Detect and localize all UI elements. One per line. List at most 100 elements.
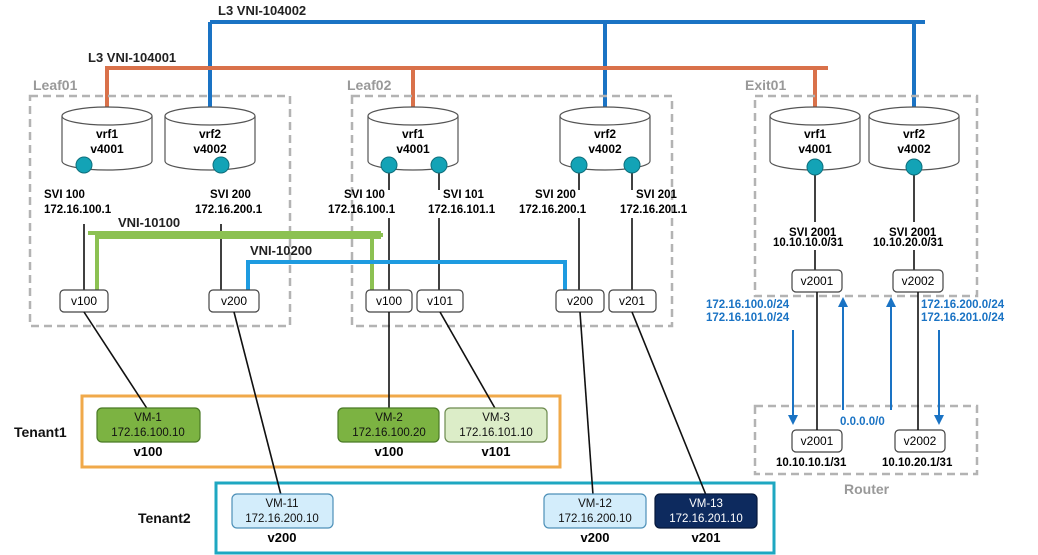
svi-labels: SVI 100 172.16.100.1 SVI 200 172.16.200.…	[44, 189, 944, 249]
tenant1-box	[80, 394, 562, 469]
leaf02-vrf1-name: vrf1	[402, 127, 424, 141]
leaf02-vlan-v101: v101	[416, 289, 464, 313]
leaf02-svi-d-ip: 172.16.201.1	[620, 204, 688, 216]
vm-11-name: VM-11	[265, 498, 298, 510]
route-arrows	[788, 297, 944, 425]
vm-1: VM-1 172.16.100.10 v100	[96, 407, 201, 459]
leaf02-svi-c-name: SVI 200	[535, 189, 576, 201]
leaf02-vrf1: vrf1 v4001	[367, 106, 459, 171]
vm-1-ip: 172.16.100.10	[111, 427, 185, 439]
leaf02-vrf1-vlan: v4001	[396, 142, 430, 156]
route-left-1: 172.16.100.0/24	[706, 299, 790, 311]
vm-12: VM-12 172.16.200.10 v200	[543, 493, 647, 545]
exit01-vrf1: vrf1 v4001	[769, 106, 861, 171]
svg-text:v101: v101	[427, 294, 453, 308]
exit01-title: Exit01	[745, 77, 786, 93]
vm-12-name: VM-12	[578, 498, 612, 510]
l3-vni-104002: L3 VNI-104002	[208, 3, 925, 110]
leaf02-svi-a-ip: 172.16.100.1	[328, 204, 396, 216]
vm-3: VM-3 172.16.101.10 v101	[444, 407, 548, 459]
svg-text:v200: v200	[221, 294, 247, 308]
exit-router-links	[816, 292, 919, 430]
svg-text:v2001: v2001	[801, 434, 834, 448]
leaf01-vlan-v200: v200	[208, 289, 260, 313]
exit01-vrf2: vrf2 v4002	[868, 106, 960, 171]
interface-dots	[75, 156, 923, 176]
router-vlan-v2002: v2002	[894, 429, 946, 453]
route-default: 0.0.0.0/0	[840, 416, 885, 428]
leaf01-svi-a-name: SVI 100	[44, 189, 85, 201]
leaf02-title: Leaf02	[347, 77, 392, 93]
router-vlan-v2001: v2001	[791, 429, 843, 453]
leaf02-svi-b-name: SVI 101	[443, 189, 485, 201]
l3-vni-104001: L3 VNI-104001	[88, 50, 828, 110]
tenant2-title: Tenant2	[138, 510, 191, 526]
vm-1-vlan: v100	[134, 444, 163, 459]
vm-3-name: VM-3	[482, 412, 509, 424]
vni-10100-label: VNI-10100	[118, 215, 180, 230]
tenant1-title: Tenant1	[14, 424, 67, 440]
leaf01-vrf2: vrf2 v4002	[164, 106, 256, 171]
route-right-2: 172.16.201.0/24	[921, 312, 1005, 324]
leaf02-svi-a-name: SVI 100	[344, 189, 385, 201]
leaf02-vlan-v200: v200	[555, 289, 605, 313]
exit01-svi-a-name: SVI 2001	[789, 227, 837, 239]
svg-text:v201: v201	[619, 294, 645, 308]
svi-links	[83, 170, 915, 290]
router-box	[753, 404, 979, 476]
leaf01-vrf1: vrf1 v4001	[61, 106, 153, 171]
svg-text:v100: v100	[376, 294, 402, 308]
vm-11-ip: 172.16.200.10	[245, 513, 319, 525]
leaf01-box	[28, 94, 292, 328]
vm-3-vlan: v101	[482, 444, 511, 459]
router-title: Router	[844, 481, 890, 497]
vlan-boxes: v100 v200 v100 v101 v200 v201 v2001 v20	[59, 269, 946, 453]
route-left-2: 172.16.101.0/24	[706, 312, 790, 324]
vm-13: VM-13 172.16.201.10 v201	[654, 493, 758, 545]
leaf01-svi-b-name: SVI 200	[210, 189, 251, 201]
vm-13-name: VM-13	[689, 498, 723, 510]
leaf02-vlan-v201: v201	[608, 289, 657, 313]
leaf01-vlan-v100: v100	[59, 289, 109, 313]
vni-10200-label: VNI-10200	[250, 243, 312, 258]
router-ip-a: 10.10.10.1/31	[776, 457, 847, 469]
leaf02-vrf2: vrf2 v4002	[559, 106, 651, 171]
leaf02-svi-b-ip: 172.16.101.1	[428, 204, 496, 216]
leaf02-box	[350, 94, 674, 328]
exit01-vrf1-vlan: v4001	[798, 142, 832, 156]
route-labels: 172.16.100.0/24 172.16.101.0/24 172.16.2…	[706, 299, 1005, 428]
svg-text:v100: v100	[71, 294, 97, 308]
vm-13-ip: 172.16.201.10	[669, 513, 743, 525]
leaf02-svi-c-ip: 172.16.200.1	[519, 204, 587, 216]
leaf01-vrf1-vlan: v4001	[90, 142, 124, 156]
vm-3-ip: 172.16.101.10	[459, 427, 533, 439]
vm-13-vlan: v201	[692, 530, 721, 545]
svg-text:v200: v200	[567, 294, 593, 308]
tenant2-box	[214, 481, 776, 555]
router-ip-b: 10.10.20.1/31	[882, 457, 953, 469]
leaf01-svi-a-ip: 172.16.100.1	[44, 204, 112, 216]
vm-2: VM-2 172.16.100.20 v100	[337, 407, 440, 459]
vni-10100-line: VNI-10100	[88, 215, 383, 290]
exit01-svi-a-ip: 10.10.10.0/31	[773, 237, 844, 249]
vm-2-vlan: v100	[375, 444, 404, 459]
svg-text:v2001: v2001	[801, 274, 834, 288]
vm-1-name: VM-1	[134, 412, 161, 424]
vm-11: VM-11 172.16.200.10 v200	[231, 493, 334, 545]
vm-links	[83, 311, 707, 496]
leaf01-vrf2-vlan: v4002	[193, 142, 227, 156]
exit01-svi-b-name: SVI 2001	[889, 227, 937, 239]
l3-vni-104001-label: L3 VNI-104001	[88, 50, 176, 65]
leaf02-vrf2-vlan: v4002	[588, 142, 622, 156]
exit01-vlan-v2001: v2001	[791, 269, 843, 293]
leaf01-svi-b-ip: 172.16.200.1	[195, 204, 263, 216]
exit01-vrf2-name: vrf2	[903, 127, 925, 141]
vm-12-ip: 172.16.200.10	[558, 513, 632, 525]
leaf02-svi-d-name: SVI 201	[636, 189, 678, 201]
svg-text:v2002: v2002	[902, 274, 935, 288]
exit01-box	[753, 94, 979, 298]
exit01-vlan-v2002: v2002	[892, 269, 944, 293]
leaf01-vrf1-name: vrf1	[96, 127, 118, 141]
vm-2-name: VM-2	[375, 412, 402, 424]
